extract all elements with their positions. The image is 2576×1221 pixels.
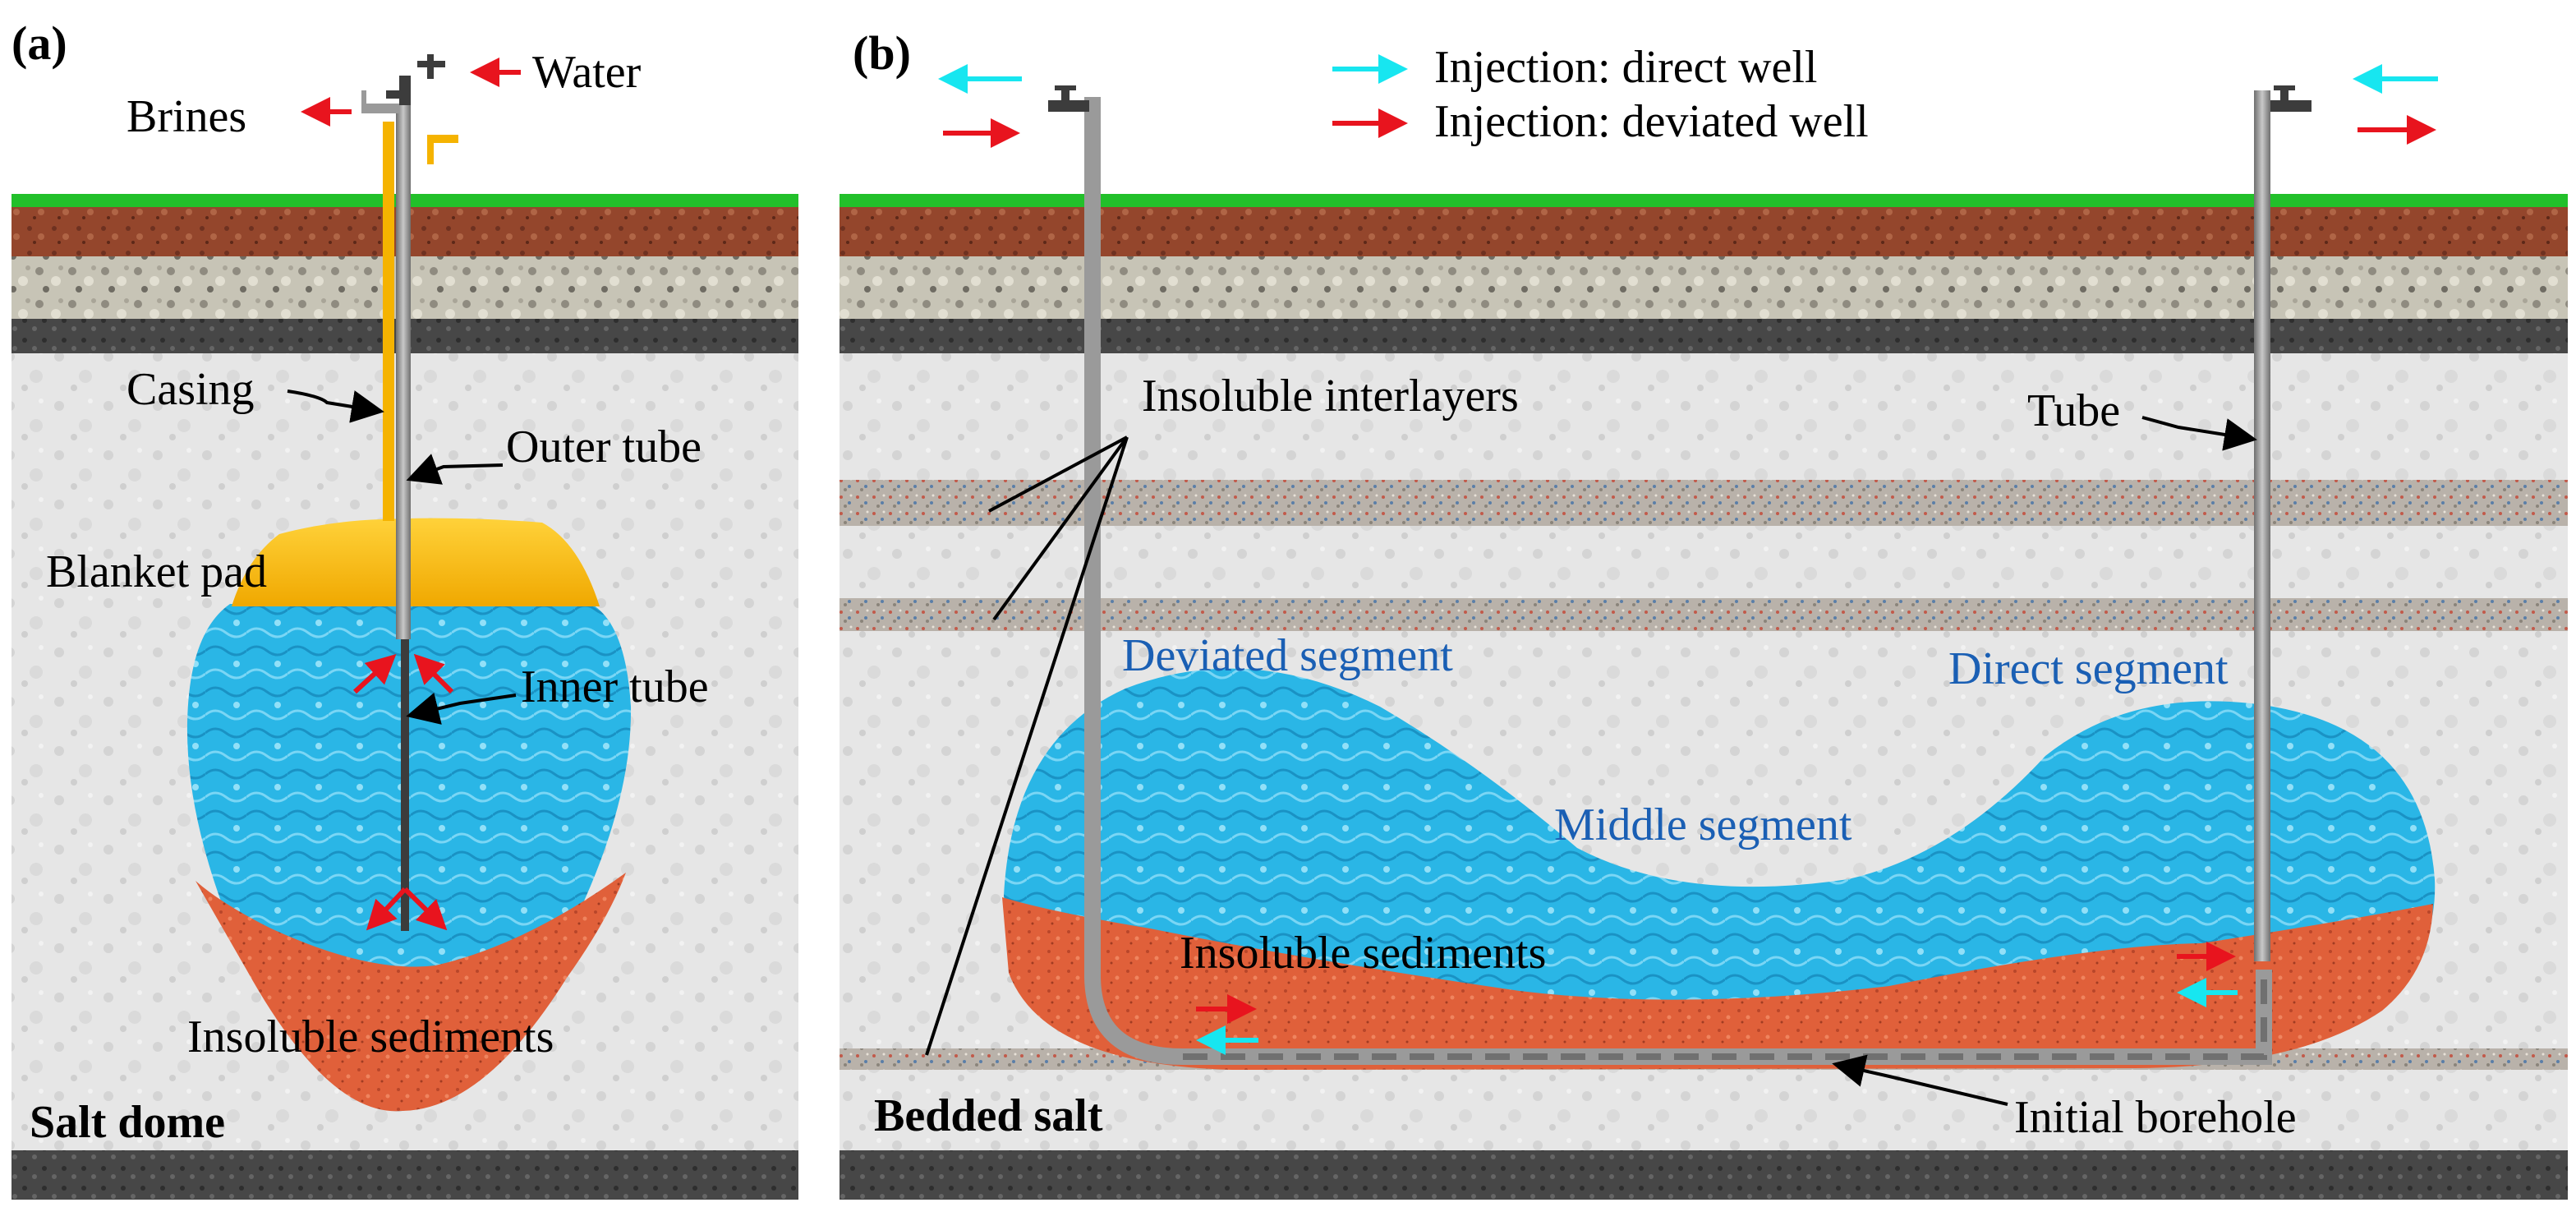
panel-a-casing-right: [427, 140, 434, 164]
panel-a-sediments-label: Insoluble sediments: [187, 1011, 554, 1062]
panel-b-sediment: [1002, 897, 2433, 1070]
panel-a-dark-band-bottom: [12, 1150, 798, 1200]
direct-well: [2254, 85, 2312, 961]
injection-arrows: [938, 54, 2438, 1055]
water-label: Water: [532, 47, 642, 98]
legend-direct-label: Injection: direct well: [1434, 42, 1817, 93]
brines-label: Brines: [126, 91, 246, 142]
panel-b-dark-band-bottom: [840, 1150, 2568, 1200]
panel-b-grass: [840, 194, 2568, 207]
panel-a-sediment: [196, 873, 626, 1112]
legend-deviated-label: Injection: deviated well: [1434, 96, 1869, 147]
direct-segment-label: Direct segment: [1948, 643, 2229, 694]
middle-segment-label: Middle segment: [1554, 799, 1852, 850]
direct-well-tube: [2254, 90, 2270, 961]
panel-a-inner-tube: [401, 639, 409, 931]
inner-tube-label: Inner tube: [521, 661, 709, 712]
deviated-well: [1048, 85, 2272, 1065]
deviated-well-tube: [1084, 97, 2272, 1065]
panel-b-leaders: [925, 416, 2257, 1106]
panel-a-leaders: [287, 389, 517, 725]
panel-b-gravel: [840, 256, 2568, 319]
panel-a-flow-arrows: [301, 58, 521, 931]
outer-tube-label: Outer tube: [506, 422, 702, 472]
tube-label: Tube: [2027, 385, 2120, 436]
casing-label: Casing: [126, 364, 255, 415]
panel-a-outer-tube: [396, 105, 411, 639]
initial-borehole-label: Initial borehole: [2014, 1092, 2297, 1143]
panel-a-casing: [383, 122, 394, 521]
panel-a: (a) Water Brines Casing Outer tube Blank…: [12, 16, 798, 1200]
insoluble-interlayers-label: Insoluble interlayers: [1142, 371, 1519, 422]
panel-b-cavern: [1002, 668, 2436, 1070]
bedded-salt-title: Bedded salt: [874, 1090, 1103, 1141]
panel-b-topsoil: [840, 207, 2568, 256]
panel-a-casing-branch: [427, 135, 458, 143]
panel-b-label: (b): [853, 26, 911, 80]
interlayer-2: [840, 598, 2568, 631]
panel-a-blanket-pad: [232, 518, 600, 606]
panel-a-wellhead: [361, 54, 445, 113]
panel-b: (b) Injection: direct well Injection: de…: [840, 26, 2568, 1200]
blanket-pad-label: Blanket pad: [46, 546, 267, 597]
salt-dome-title: Salt dome: [30, 1097, 225, 1148]
panel-b-dark-band-top: [840, 319, 2568, 353]
interlayer-1: [840, 480, 2568, 526]
deviated-segment-label: Deviated segment: [1122, 630, 1453, 681]
panel-a-label: (a): [12, 16, 67, 70]
panel-b-sediments-label: Insoluble sediments: [1180, 928, 1546, 979]
initial-borehole-dashes: [1183, 970, 2267, 1060]
